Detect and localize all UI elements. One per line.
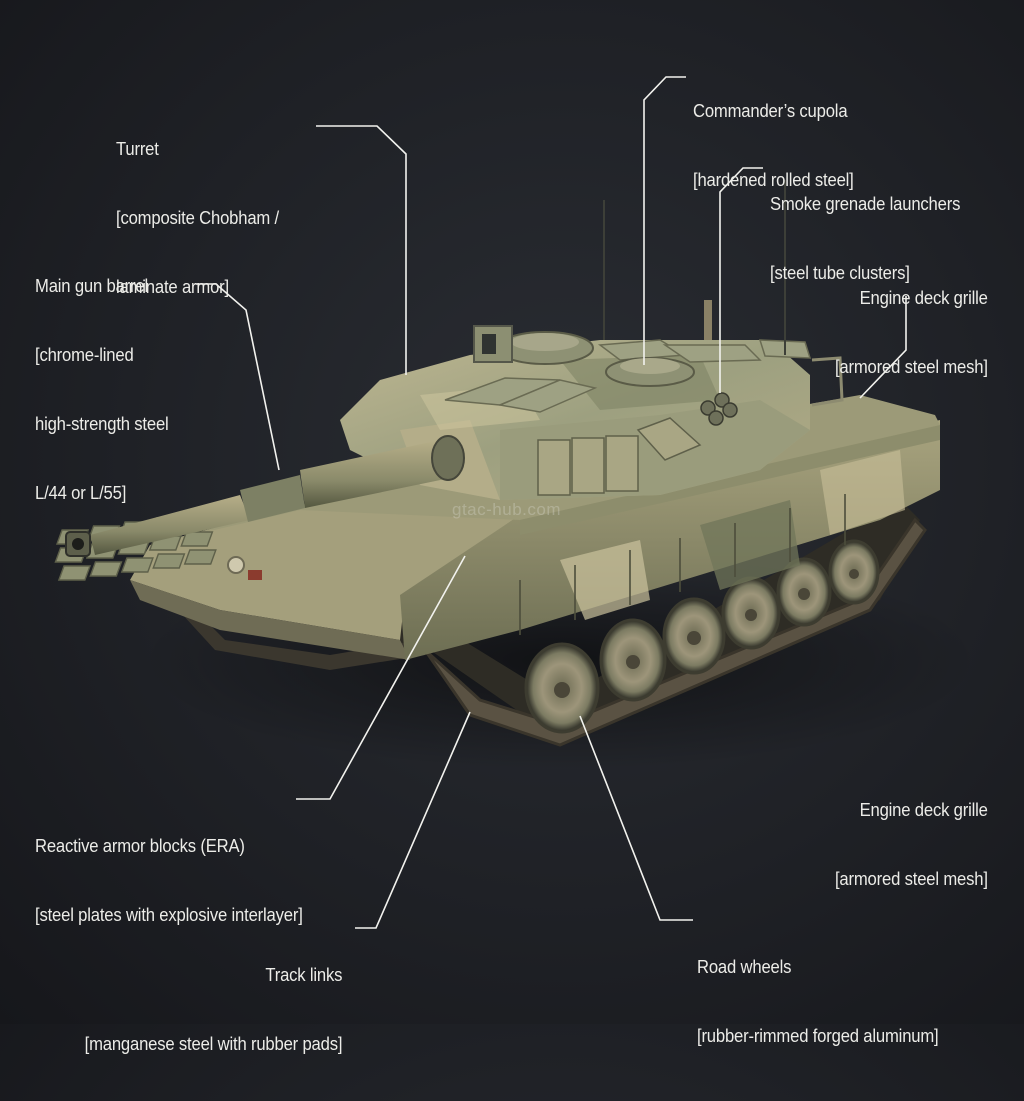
label-material: [rubber-rimmed forged aluminum] (697, 1025, 939, 1046)
leader-engine-deck (859, 296, 907, 399)
road-wheels-graphic (524, 539, 880, 734)
label-material: [composite Chobham / (116, 207, 279, 228)
label-commanders-cupola: Commander’s cupola [hardened rolled stee… (693, 53, 854, 237)
label-main-gun-barrel: Main gun barrel [chrome-lined high-stren… (35, 228, 169, 550)
main-gun-graphic (65, 435, 465, 557)
label-title: Engine deck grille (859, 799, 988, 820)
label-engine-deck-grille-upper: Engine deck grille [armored steel mesh] (835, 240, 988, 424)
label-smoke-grenade-launchers: Smoke grenade launchers [steel tube clus… (770, 146, 960, 330)
label-material: [armored steel mesh] (835, 356, 988, 377)
label-title: Commander’s cupola (693, 100, 848, 121)
leader-track (355, 711, 471, 929)
leader-lines (196, 76, 907, 929)
label-material: [steel plates with explosive interlayer] (35, 904, 303, 925)
label-reactive-armor-blocks: Reactive armor blocks (ERA) [steel plate… (35, 788, 303, 972)
label-engine-deck-grille-lower: Engine deck grille [armored steel mesh] (835, 752, 988, 936)
label-title: Track links (265, 964, 342, 985)
label-material: [chrome-lined (35, 344, 134, 365)
tank-illustration (54, 76, 980, 929)
label-turret: Turret [composite Chobham / laminate arm… (116, 91, 279, 344)
leader-cupola (643, 76, 686, 365)
label-material: [manganese steel with rubber pads] (84, 1033, 342, 1054)
label-title: Smoke grenade launchers (770, 193, 961, 214)
leader-smoke (719, 167, 763, 393)
watermark: gtac-hub.com (452, 500, 561, 519)
label-material: laminate armor] (116, 276, 229, 297)
tank-diagram: gtac-hub.com Turret [composite Chobham /… (35, 53, 988, 1054)
leader-turret (316, 125, 407, 375)
label-material: [armored steel mesh] (835, 868, 988, 889)
leader-era (296, 555, 466, 800)
leader-main-gun (196, 283, 280, 471)
leader-road-wheels (579, 715, 693, 921)
label-title: Reactive armor blocks (ERA) (35, 835, 245, 856)
label-track-links: Track links [manganese steel with rubber… (84, 917, 342, 1101)
label-title: Engine deck grille (859, 287, 988, 308)
label-material: high-strength steel (35, 413, 169, 434)
label-material: [steel tube clusters] (770, 262, 910, 283)
label-material: [hardened rolled steel] (693, 169, 854, 190)
label-title: Turret (116, 138, 159, 159)
label-title: Road wheels (697, 956, 792, 977)
label-title: Main gun barrel (35, 275, 148, 296)
label-road-wheels: Road wheels [rubber-rimmed forged alumin… (697, 909, 939, 1093)
label-material: L/44 or L/55] (35, 482, 127, 503)
